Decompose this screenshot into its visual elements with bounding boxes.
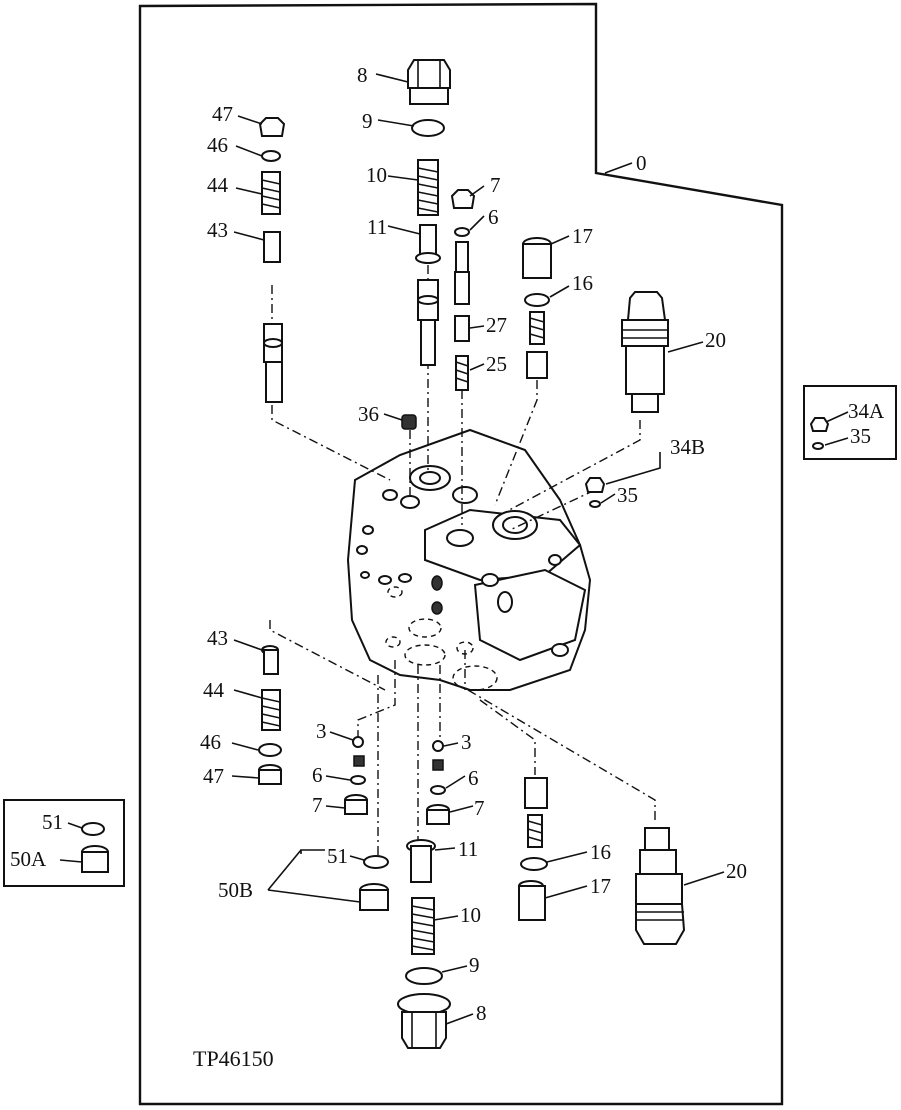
inset-box-34a — [803, 385, 897, 460]
label-50b: 50B — [218, 878, 253, 902]
label-9-bottom: 9 — [469, 953, 480, 977]
label-27: 27 — [486, 313, 507, 337]
part-6-seal-left — [350, 775, 366, 785]
part-seat-right-bottom — [524, 777, 548, 809]
label-8-bottom: 8 — [476, 1001, 487, 1025]
label-6-top: 6 — [488, 205, 499, 229]
label-51-mid: 51 — [327, 844, 348, 868]
part-36-plug — [401, 414, 417, 430]
part-16-ring-bottom — [520, 857, 548, 871]
inset-box-50a — [3, 799, 125, 887]
label-11-top: 11 — [367, 215, 387, 239]
label-7-right: 7 — [474, 796, 485, 820]
label-17-top: 17 — [572, 224, 593, 248]
label-43-bottom: 43 — [207, 626, 228, 650]
part-3-ball-left — [352, 736, 364, 748]
label-35-box: 35 — [850, 424, 871, 448]
label-47-top: 47 — [212, 102, 233, 126]
part-spring-seat-top — [526, 311, 548, 379]
part-43-piston-bottom — [261, 645, 279, 675]
label-46-top: 46 — [207, 133, 228, 157]
part-34a-plug — [809, 417, 830, 432]
part-51-ring-box — [81, 822, 105, 836]
part-43-piston-top — [263, 231, 281, 263]
label-35-mid: 35 — [617, 483, 638, 507]
part-50b-plug — [359, 883, 389, 911]
part-8-plug-bottom — [397, 993, 451, 1049]
label-16-top: 16 — [572, 271, 593, 295]
part-20-relief-valve-bottom — [635, 827, 686, 945]
page-frame — [138, 2, 784, 1106]
label-17-bottom: 17 — [590, 874, 611, 898]
label-7-left: 7 — [312, 793, 323, 817]
label-20-bottom: 20 — [726, 859, 747, 883]
part-valve-pin — [454, 241, 470, 305]
part-spring-small-right — [432, 759, 444, 771]
part-35-ring-mid — [589, 500, 601, 508]
part-spring-small-left — [353, 755, 365, 767]
label-0: 0 — [636, 151, 647, 175]
part-46-ring-bottom — [258, 743, 282, 757]
part-17-plug-top — [522, 237, 552, 279]
label-6-right: 6 — [468, 766, 479, 790]
label-7-top: 7 — [490, 173, 501, 197]
label-34b: 34B — [670, 435, 705, 459]
part-9-oring-top — [411, 119, 445, 137]
label-44-top: 44 — [207, 173, 229, 197]
label-36: 36 — [358, 402, 379, 426]
part-46-ring-top — [261, 150, 281, 162]
part-6-seal-top — [454, 227, 470, 237]
leader-lines — [59, 73, 849, 1025]
label-10-bottom: 10 — [460, 903, 481, 927]
part-9-oring-bottom — [405, 967, 443, 985]
part-7-plug-right — [426, 804, 450, 825]
assembly-lines — [269, 265, 656, 860]
part-16-ring-top — [524, 293, 550, 307]
label-8-top: 8 — [357, 63, 368, 87]
label-47-bottom: 47 — [203, 764, 224, 788]
part-8-plug-top — [407, 59, 451, 105]
label-16-bottom: 16 — [590, 840, 611, 864]
part-spool-left — [263, 323, 283, 403]
label-9-top: 9 — [362, 109, 373, 133]
label-20-top: 20 — [705, 328, 726, 352]
part-47-cap-top — [258, 117, 286, 137]
part-27-pin — [454, 315, 470, 342]
part-50a-plug — [81, 845, 109, 873]
callout-labels: 0 8 9 10 11 7 6 27 25 17 16 20 47 46 44 … — [10, 63, 885, 1071]
part-34b-plug — [584, 477, 606, 493]
part-44-spring-bottom — [261, 689, 281, 731]
part-3-ball-right — [432, 740, 444, 752]
part-6-seal-right — [430, 785, 446, 795]
label-50a: 50A — [10, 847, 47, 871]
label-6-left: 6 — [312, 763, 323, 787]
label-3-left: 3 — [316, 719, 327, 743]
label-3-right: 3 — [461, 730, 472, 754]
part-25-spring — [455, 355, 469, 391]
part-10-spring-bottom — [411, 897, 435, 955]
part-44-spring-top — [261, 171, 281, 215]
part-47-cap-bottom — [258, 764, 282, 785]
part-17-plug-bottom — [518, 880, 546, 921]
part-20-relief-valve-top — [621, 291, 669, 413]
label-46-bottom: 46 — [200, 730, 221, 754]
part-10-spring-top — [417, 159, 439, 216]
label-43-top: 43 — [207, 218, 228, 242]
part-11-spool-top — [415, 224, 441, 366]
part-7-plug-top — [450, 189, 476, 209]
label-25: 25 — [486, 352, 507, 376]
label-44-bottom: 44 — [203, 678, 225, 702]
part-spring-right-bottom — [527, 814, 543, 848]
label-10-top: 10 — [366, 163, 387, 187]
label-51-box: 51 — [42, 810, 63, 834]
part-35-ring-box — [812, 442, 824, 450]
figure-id: TP46150 — [193, 1046, 274, 1071]
valve-housing — [346, 428, 592, 691]
part-51-ring-mid — [363, 855, 389, 869]
label-11-bottom: 11 — [458, 837, 478, 861]
part-11-spool-bottom — [406, 839, 436, 883]
part-7-plug-left — [344, 794, 368, 815]
label-34a: 34A — [848, 399, 885, 423]
